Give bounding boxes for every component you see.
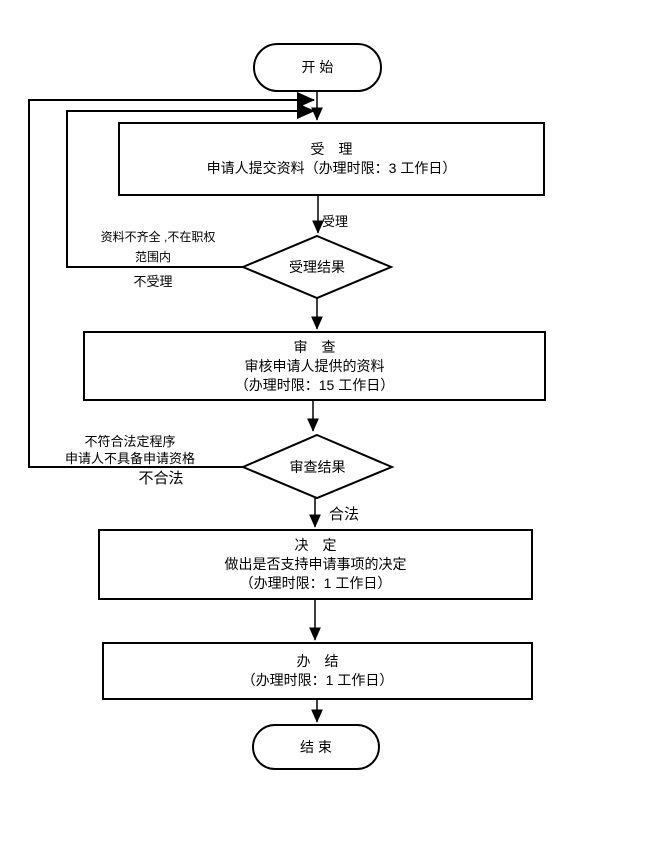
accept-detail: 申请人提交资料（办理时限：3 工作日） xyxy=(206,160,457,176)
edge-label-not-legal-line3: 不合法 xyxy=(138,470,184,487)
start-label: 开 始 xyxy=(301,59,334,75)
edge-label-not-accepted-line2: 范围内 xyxy=(134,250,171,264)
finish-time-limit: （办理时限：1 工作日） xyxy=(241,672,394,688)
review-result-diamond xyxy=(240,433,395,500)
review-time-limit: （办理时限：15 工作日） xyxy=(234,376,395,393)
edge-label-not-accepted-line1: 资料不齐全 ,不在职权 xyxy=(100,230,216,244)
feedback-arrow-not-legal xyxy=(28,92,315,468)
end-label: 结 束 xyxy=(300,738,332,755)
accept-title: 受 理 xyxy=(310,141,353,157)
review-title: 审 查 xyxy=(293,338,336,355)
end-node: 结 束 xyxy=(252,724,380,770)
edge-label-not-legal-line1: 不符合法定程序 xyxy=(84,434,176,449)
finish-step-node: 办 结 （办理时限：1 工作日） xyxy=(102,642,533,700)
accept-result-diamond xyxy=(240,234,394,300)
review-result-label: 审查结果 xyxy=(289,459,346,475)
review-step-node: 审 查 审核申请人提供的资料 （办理时限：15 工作日） xyxy=(83,331,546,401)
feedback-arrow-not-accepted xyxy=(66,103,315,268)
accept-step-node: 受 理 申请人提交资料（办理时限：3 工作日） xyxy=(118,122,545,196)
accept-result-label: 受理结果 xyxy=(289,259,345,275)
decide-step-node: 决 定 做出是否支持申请事项的决定 （办理时限：1 工作日） xyxy=(98,529,533,600)
decide-time-limit: （办理时限：1 工作日） xyxy=(239,575,392,591)
edge-label-accepted: 受理 xyxy=(322,214,349,229)
decide-title: 决 定 xyxy=(294,537,337,553)
edge-label-legal: 合法 xyxy=(329,506,360,523)
edge-label-not-accepted-line3: 不受理 xyxy=(133,274,173,289)
edge-label-not-legal-line2: 申请人不具备申请资格 xyxy=(64,451,195,466)
review-detail: 审核申请人提供的资料 xyxy=(244,357,385,374)
decide-detail: 做出是否支持申请事项的决定 xyxy=(224,556,407,572)
finish-title: 办 结 xyxy=(296,653,339,669)
start-node: 开 始 xyxy=(253,43,382,92)
